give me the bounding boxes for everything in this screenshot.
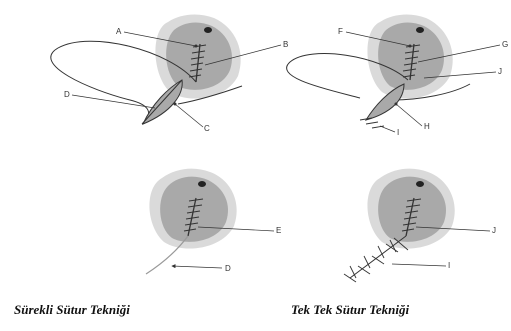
organ-spot bbox=[204, 27, 212, 33]
organ bbox=[378, 22, 444, 90]
svg-text:D: D bbox=[64, 90, 70, 99]
label-J: J bbox=[423, 67, 502, 79]
svg-text:J: J bbox=[492, 226, 496, 235]
wound-opening bbox=[364, 83, 405, 121]
suture-line bbox=[409, 43, 415, 81]
label-C: C bbox=[173, 102, 210, 133]
svg-text:I: I bbox=[397, 128, 399, 137]
label-J-bottom: J bbox=[415, 226, 496, 235]
loose-thread bbox=[50, 40, 197, 121]
suture-stitches bbox=[401, 198, 422, 232]
svg-text:C: C bbox=[204, 124, 210, 133]
label-I: I bbox=[379, 125, 399, 137]
svg-text:J: J bbox=[498, 67, 502, 76]
label-E: E bbox=[197, 226, 281, 235]
panel-continuous-in-progress: A B D C bbox=[50, 14, 288, 133]
thread-tail bbox=[391, 83, 471, 101]
svg-text:F: F bbox=[338, 27, 343, 36]
knot-chain bbox=[349, 235, 407, 279]
svg-text:A: A bbox=[116, 27, 122, 36]
panel-interrupted-in-progress: F G J H I bbox=[286, 14, 508, 137]
label-D: D bbox=[64, 90, 156, 109]
svg-text:G: G bbox=[502, 40, 508, 49]
svg-text:H: H bbox=[424, 122, 430, 131]
organ-spot bbox=[416, 181, 424, 187]
label-A: A bbox=[116, 27, 198, 48]
label-B: B bbox=[204, 40, 288, 66]
svg-text:E: E bbox=[276, 226, 281, 235]
caption-continuous-suture: Sürekli Sütur Tekniği bbox=[14, 302, 130, 317]
label-F: F bbox=[338, 27, 412, 48]
suture-stitches bbox=[183, 198, 204, 232]
knot-stitches bbox=[343, 237, 409, 283]
suture-stitches bbox=[402, 44, 421, 78]
label-D-bottom: D bbox=[171, 264, 231, 273]
label-I-bottom: I bbox=[391, 261, 450, 270]
svg-text:I: I bbox=[448, 261, 450, 270]
label-G: G bbox=[417, 40, 508, 63]
label-H: H bbox=[394, 102, 430, 131]
loose-thread bbox=[286, 53, 409, 99]
thread-tail bbox=[177, 85, 243, 105]
panel-interrupted-completed: J I bbox=[343, 168, 496, 283]
organ-spot bbox=[416, 27, 424, 33]
knot-stitches bbox=[359, 117, 385, 129]
thread-end bbox=[145, 235, 189, 275]
svg-text:B: B bbox=[283, 40, 288, 49]
svg-text:D: D bbox=[225, 264, 231, 273]
needle bbox=[141, 79, 183, 125]
organ-spot bbox=[198, 181, 206, 187]
caption-interrupted-suture: Tek Tek Sütur Tekniği bbox=[291, 302, 410, 317]
panel-continuous-completed: E D bbox=[145, 168, 281, 275]
